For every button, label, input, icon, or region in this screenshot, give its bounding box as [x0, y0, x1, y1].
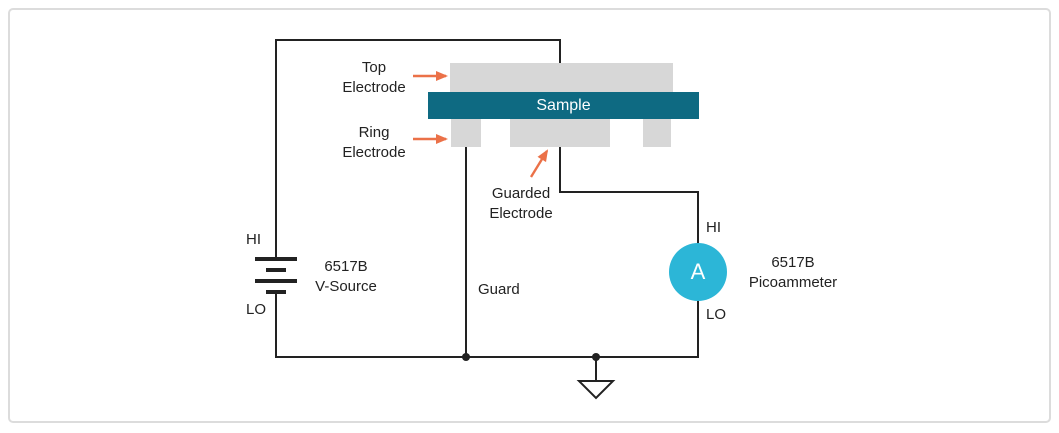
lo-wire [275, 292, 699, 358]
junction-dot [462, 353, 470, 361]
ammeter-icon: A [669, 243, 727, 301]
ring-electrode-block-left [451, 119, 481, 147]
ammeter-symbol: A [690, 259, 706, 284]
guarded-electrode-label: Guarded Electrode [489, 185, 553, 222]
vsource-lo-label: LO [246, 301, 267, 318]
vsource-hi-label: HI [246, 231, 261, 248]
ring-electrode-label: Ring Electrode [342, 124, 406, 161]
battery-icon [255, 257, 297, 294]
vsource-name-label: 6517B V-Source [315, 258, 377, 295]
picoammeter-lo-label: LO [706, 306, 727, 323]
guarded-electrode-wire [559, 147, 699, 244]
ring-electrode-block-right [643, 119, 671, 147]
guarded-electrode-block [510, 119, 610, 147]
diagram-frame [8, 8, 1051, 423]
top-electrode-block [450, 63, 673, 92]
sample-label: Sample [536, 96, 591, 114]
sample-bar: Sample [428, 92, 699, 119]
ground-icon [576, 357, 616, 400]
top-electrode-label: Top Electrode [342, 59, 406, 96]
guard-label: Guard [478, 281, 520, 298]
picoammeter-name-label: 6517B Picoammeter [748, 254, 838, 291]
guarded-electrode-arrow-icon [529, 149, 549, 178]
picoammeter-hi-label: HI [706, 219, 721, 236]
hi-wire [275, 39, 561, 259]
